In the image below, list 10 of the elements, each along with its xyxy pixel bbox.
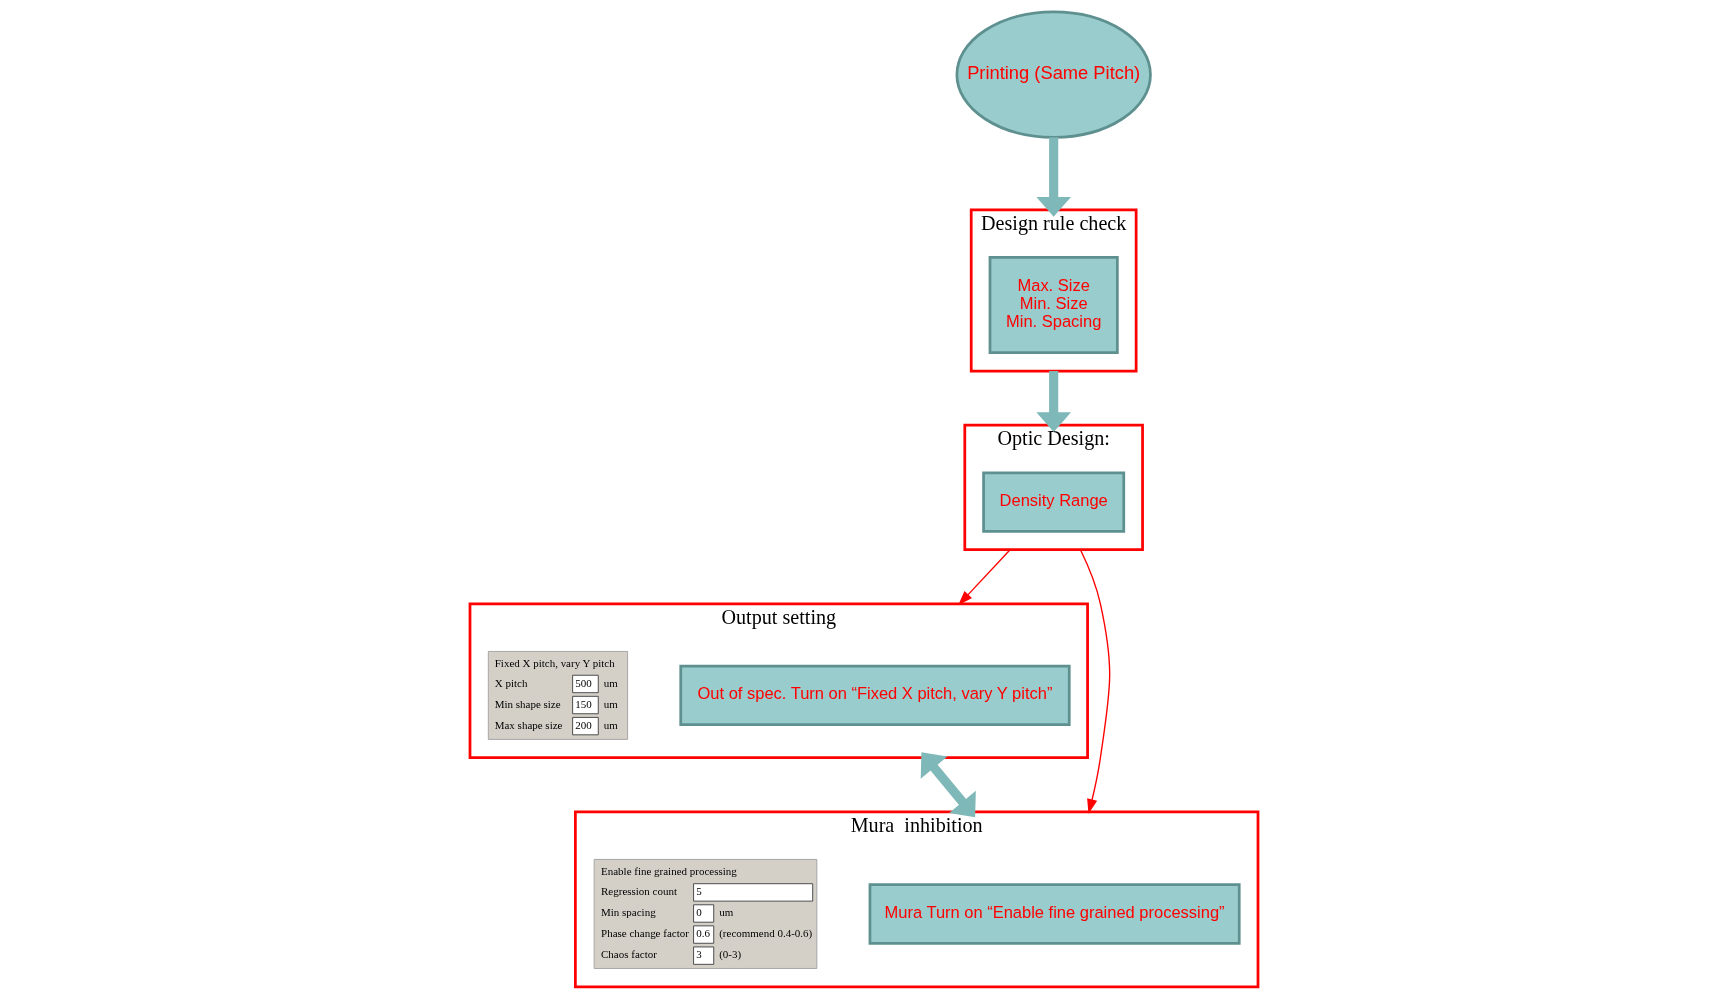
- node-box: Mura Turn on “Enable fine grained processing”: [868, 883, 1241, 945]
- node-box: Max. Size Min. Size Min. Spacing: [988, 256, 1119, 355]
- arrow: [1079, 549, 1110, 814]
- arrow: [957, 549, 1011, 606]
- arrow: [1035, 137, 1071, 217]
- node-box: Out of spec. Turn on “Fixed X pitch, vary Y pitch”: [678, 664, 1071, 727]
- node-ellipse: Printing (Same Pitch): [955, 10, 1152, 139]
- arrow: [920, 752, 976, 818]
- arrow: [1035, 371, 1071, 433]
- node-box: Density Range: [981, 471, 1125, 533]
